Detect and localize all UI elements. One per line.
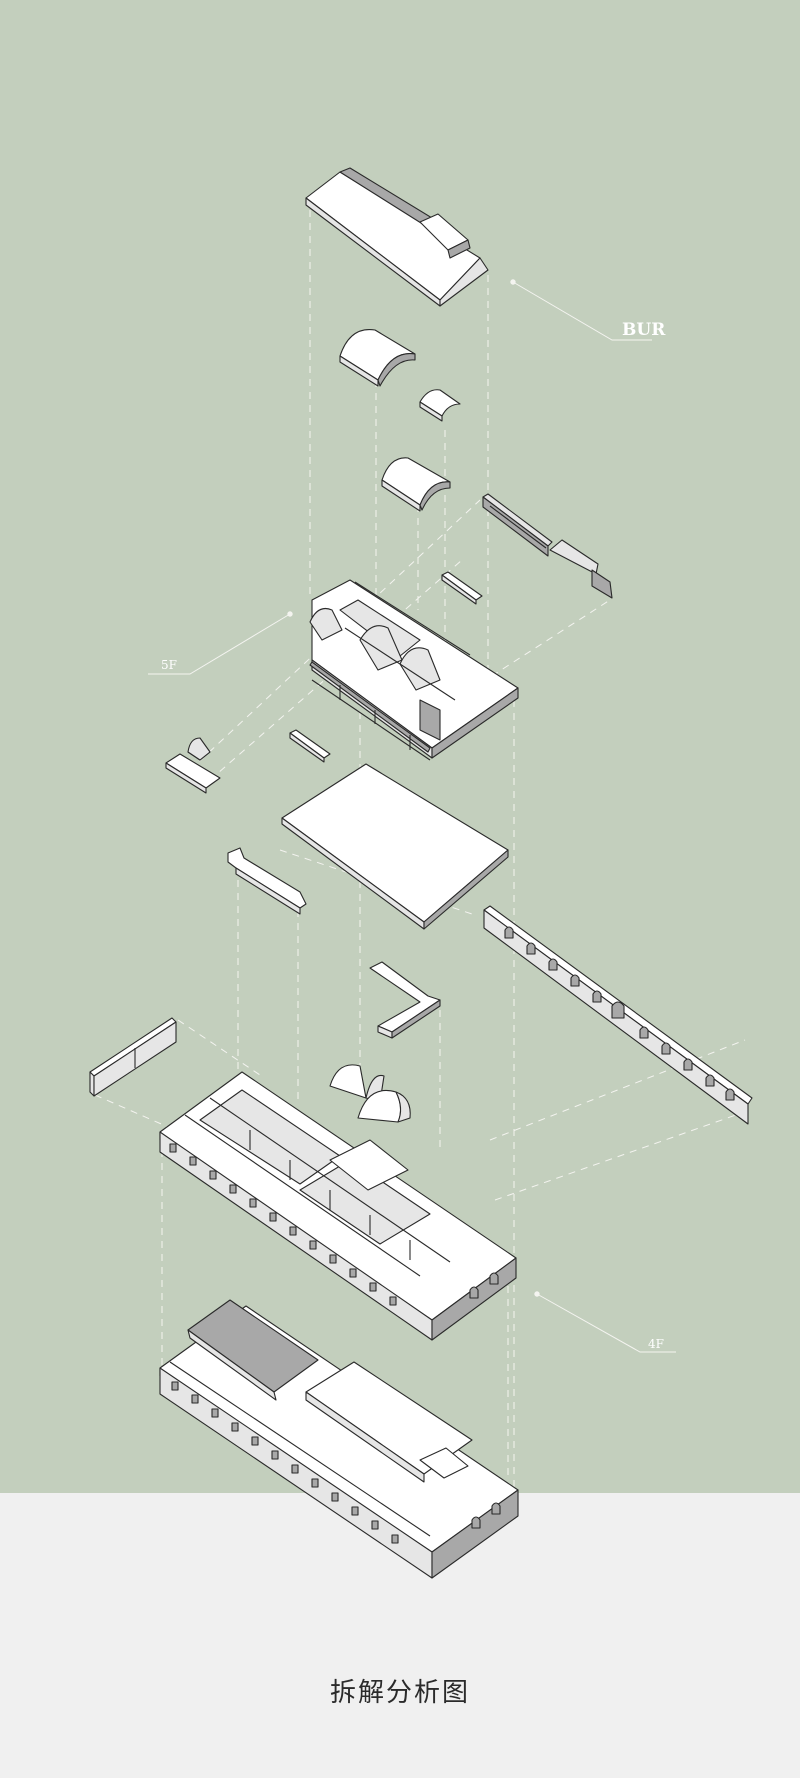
- beam-piece-l: [369, 961, 441, 1039]
- label-roof: BUR: [622, 320, 666, 340]
- guide-line: [94, 1094, 176, 1131]
- dome-piece: [357, 1090, 411, 1123]
- guide-line: [177, 1019, 261, 1076]
- window-openings: [169, 1143, 499, 1306]
- vault-piece: [419, 389, 461, 422]
- wall-fragment: [89, 1017, 177, 1097]
- vault-piece: [381, 457, 451, 512]
- leader-line-4f: [536, 1293, 676, 1353]
- label-floor-5f: 5F: [161, 658, 177, 672]
- vault-piece: [339, 328, 416, 387]
- assembled-building: [159, 1299, 519, 1579]
- leader-line-bur: [512, 281, 652, 341]
- wall-fragment: [165, 737, 221, 794]
- diagram-caption: 拆解分析图: [329, 1678, 470, 1708]
- parapet-wall-upper: [482, 493, 613, 599]
- beam-piece-l: [227, 847, 307, 915]
- beam-piece: [289, 729, 331, 763]
- arch-openings: [504, 926, 735, 1101]
- beam-piece: [441, 571, 483, 605]
- roof-piece: [305, 167, 489, 307]
- guide-line: [209, 559, 463, 781]
- label-floor-4f: 4F: [648, 1337, 664, 1351]
- arcade-wall: [483, 905, 753, 1125]
- leader-line-5f: [148, 613, 291, 675]
- floor-5f-model: [309, 579, 519, 759]
- railing-piece: [309, 661, 431, 761]
- floor-slab: [281, 763, 509, 930]
- guide-line: [489, 1039, 746, 1141]
- window-openings: [171, 1381, 501, 1544]
- annotation-leaders: [148, 279, 676, 1353]
- guide-line: [494, 1109, 751, 1201]
- floor-4f-model: [159, 1071, 517, 1341]
